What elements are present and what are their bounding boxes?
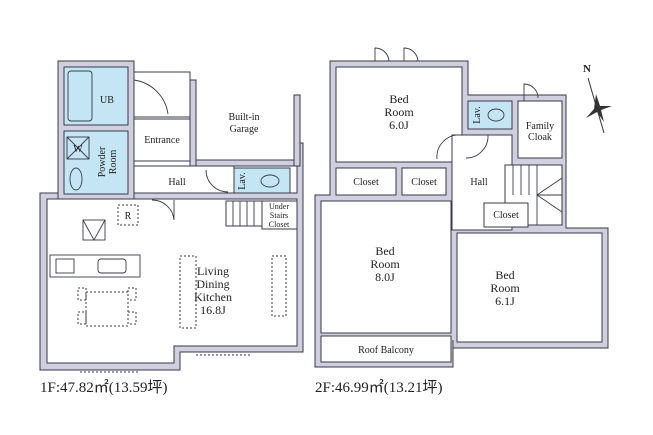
hall-2f-label: Hall	[470, 177, 487, 188]
floor1-area-caption: 1F:47.82㎡(13.59坪)	[40, 379, 168, 396]
closet-1	[335, 167, 397, 196]
garage-label-2: Garage	[230, 124, 259, 135]
toilet-icon	[260, 174, 280, 188]
ub-label: UB	[100, 95, 114, 106]
bedroom-6-1	[456, 232, 603, 343]
balcony-label: Roof Balcony	[358, 345, 414, 356]
bed3-label: Bed	[495, 268, 514, 282]
stove-icon	[55, 258, 75, 274]
lav-1f	[233, 167, 291, 194]
under-stairs-label-3: Closet	[269, 220, 290, 229]
garage-right-wall	[293, 94, 301, 167]
compass-icon: N	[583, 63, 612, 134]
under-stairs-closet	[261, 200, 298, 230]
ldk-size: 16.8J	[200, 303, 226, 317]
entrance-label: Entrance	[144, 135, 180, 146]
toilet-icon-2f	[487, 108, 505, 122]
lav-2f-label: Lav.	[472, 106, 483, 123]
ldk-label: Living	[197, 264, 229, 278]
kitchen-sink-icon	[97, 258, 127, 274]
lav-1f-label: Lav.	[237, 172, 248, 189]
roof-balcony	[320, 335, 452, 363]
unit-bath	[63, 66, 129, 126]
front-door-swing	[133, 79, 169, 115]
bed1-label-2: Room	[384, 105, 414, 119]
washer-icon	[66, 136, 90, 160]
closet2-label: Closet	[411, 177, 437, 188]
hall-1f-label: Hall	[168, 177, 185, 188]
garage-label: Built-in	[228, 112, 259, 123]
floor-1-plan: UB Entrance Built-in Garage W Powder Roo…	[39, 60, 304, 396]
powder-label-2: Room	[108, 150, 119, 175]
closet-3	[483, 202, 529, 228]
ldk-label-3: Kitchen	[194, 290, 232, 304]
floor2-area-caption: 2F:46.99㎡(13.21坪)	[315, 379, 443, 396]
sofa	[179, 255, 197, 329]
cloak-label: Family	[526, 121, 554, 132]
compass-north-label: N	[583, 63, 591, 75]
powder-label: Powder	[97, 146, 108, 177]
ldk-label-2: Dining	[196, 277, 229, 291]
under-stairs-label: Under	[269, 202, 289, 211]
refrigerator-label: R	[125, 211, 132, 222]
family-cloak	[517, 100, 563, 159]
bedroom-1-doors	[374, 47, 419, 62]
bed1-size: 6.0J	[389, 118, 409, 132]
bed2-size: 8.0J	[375, 270, 395, 284]
bed2-label: Bed	[375, 244, 394, 258]
washer-label: W	[73, 144, 83, 155]
cloak-label-2: Cloak	[528, 132, 552, 143]
garage-back-wall	[195, 159, 298, 167]
sink-icon	[69, 167, 83, 191]
porch	[133, 71, 191, 118]
floor-2-plan: Bed Room 6.0J Lav. Family Cloak Closet C…	[314, 47, 609, 396]
bedroom-6-0	[335, 66, 463, 163]
bedroom-8-0	[320, 200, 452, 334]
bed3-size: 6.1J	[495, 294, 515, 308]
hall-door-swings	[436, 134, 489, 160]
garage-wall	[189, 79, 197, 169]
refrigerator-icon	[117, 204, 139, 226]
under-stairs-label-2: Stairs	[270, 211, 288, 220]
tv-board	[271, 255, 287, 317]
closet1-label: Closet	[353, 177, 379, 188]
powder-room	[63, 130, 129, 195]
dining-table	[77, 287, 137, 327]
bed2-label-2: Room	[370, 257, 400, 271]
bed1-label: Bed	[389, 92, 408, 106]
door-swing	[205, 169, 229, 193]
closet3-label: Closet	[493, 210, 519, 221]
closet-2	[401, 167, 447, 196]
ldk-floor	[46, 198, 298, 364]
bathtub-icon	[67, 70, 93, 122]
kitchen-counter	[49, 254, 141, 278]
lav-2f	[467, 100, 513, 130]
bed3-label-2: Room	[490, 281, 520, 295]
stairs-1f	[225, 200, 263, 227]
